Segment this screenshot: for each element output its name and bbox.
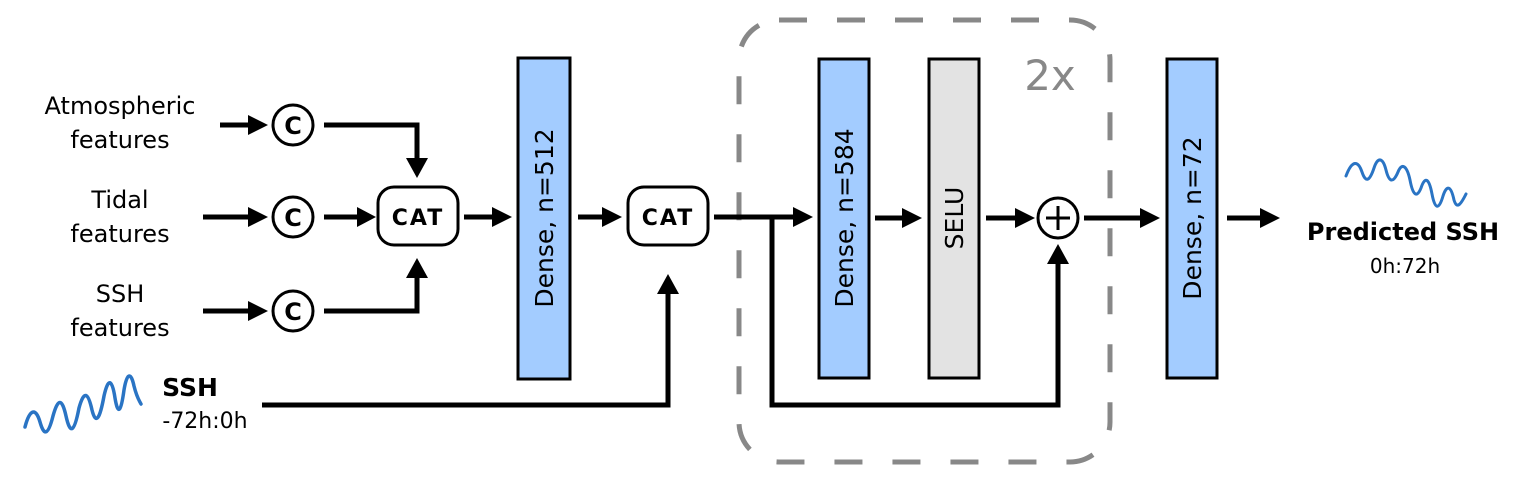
arrow [220,115,268,135]
dense-label: Dense, n=512 [530,128,559,307]
ssh-input-range: -72h:0h [162,409,247,434]
arrow [203,207,268,227]
arrow [1227,208,1280,228]
concat-node-2: CAT [626,185,710,247]
arrow [578,207,622,227]
concat-label: CAT [642,206,694,231]
residual-block-frame [736,17,1113,465]
ssh-input-wave-icon [23,374,143,434]
arrow [464,207,512,227]
skip-connection [769,217,1069,408]
input-label-line1: Tidal [90,186,148,214]
connector-tidal-to-cat [324,207,376,227]
input-tidal: Tidal features [70,186,169,248]
concat-label: CAT [392,206,444,231]
output-range: 0h:72h [1370,254,1440,278]
copy-op-label: C [284,112,302,140]
connector-atmospheric-to-cat [324,122,428,178]
input-atmospheric: Atmospheric features [45,92,196,154]
concat-node-1: CAT [376,185,460,247]
selu-activation: SELU [927,57,981,380]
add-op: + [1036,196,1080,240]
arrow [203,301,268,321]
output-wave-icon [1344,158,1468,208]
input-ssh-features: SSH features [70,280,169,342]
output-title: Predicted SSH [1307,218,1499,246]
selu-label: SELU [940,187,969,250]
arrow [1084,208,1160,228]
copy-op-atmospheric: C [271,103,315,147]
dense-layer-72: Dense, n=72 [1165,57,1219,380]
dense-label: Dense, n=584 [830,128,859,307]
arrow [875,208,922,228]
copy-op-tidal: C [271,195,315,239]
dense-layer-512: Dense, n=512 [516,56,572,381]
input-label-line2: features [70,220,169,248]
connector-ssh-to-cat2 [262,274,679,408]
copy-op-ssh: C [271,289,315,333]
ssh-input-title: SSH [162,373,218,402]
arrow [714,207,813,227]
input-label-line2: features [70,126,169,154]
repeat-label: 2x [1024,51,1076,100]
ssh-input: SSH -72h:0h [23,373,248,434]
input-label-line2: features [70,314,169,342]
dense-layer-584: Dense, n=584 [817,57,871,380]
input-label-line1: SSH [96,280,145,308]
copy-op-label: C [284,298,302,326]
connector-ssh-to-cat [324,258,428,314]
arrow [986,208,1035,228]
output: Predicted SSH 0h:72h [1307,158,1499,278]
copy-op-label: C [284,204,302,232]
input-label-line1: Atmospheric [45,92,196,120]
dense-label: Dense, n=72 [1178,136,1207,299]
